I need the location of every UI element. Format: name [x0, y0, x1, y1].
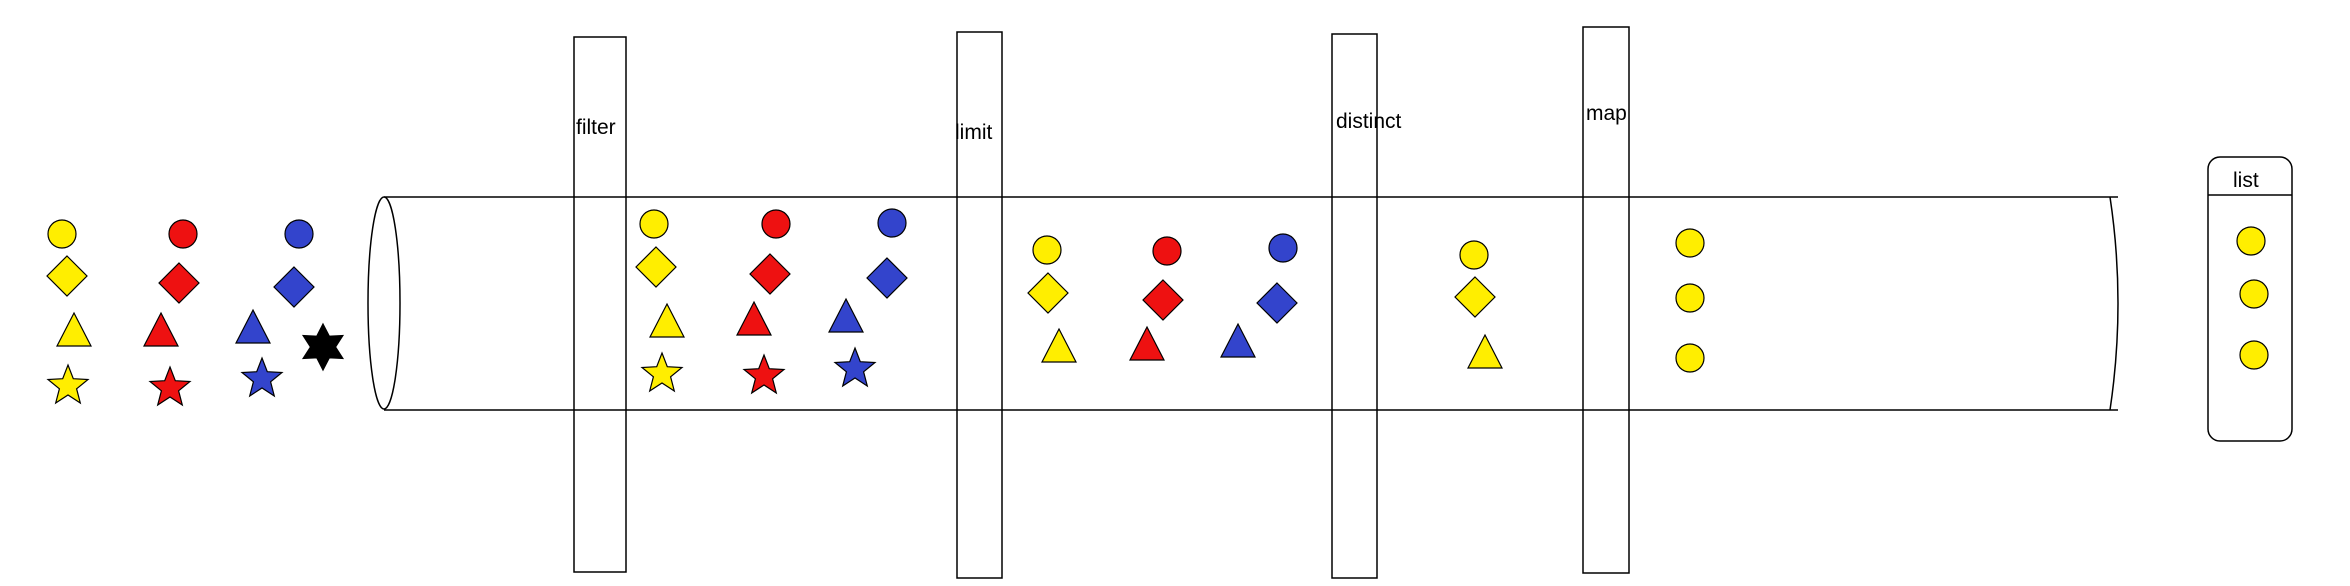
blue-star-icon [240, 356, 284, 398]
blue-star-icon [833, 346, 877, 388]
stage-map: map [1582, 26, 1630, 574]
yellow-circle-icon [1675, 283, 1705, 313]
red-circle-icon [1152, 236, 1182, 266]
red-diamond-icon [1142, 279, 1184, 321]
red-circle-icon [168, 219, 198, 249]
stage-limit: limit [955, 31, 1003, 579]
limit-label: limit [955, 121, 992, 144]
pipe-inlet-opening [367, 196, 401, 410]
red-triangle-icon [736, 300, 772, 336]
yellow-triangle-icon [649, 302, 685, 338]
filter-label: filter [576, 116, 616, 139]
stage-distinct: distinct [1331, 33, 1402, 579]
pipe-outlet-end [2109, 196, 2119, 411]
yellow-diamond-icon [1027, 272, 1069, 314]
stage-filter: filter [573, 36, 627, 573]
yellow-diamond-icon [1454, 276, 1496, 318]
blue-diamond-icon [866, 257, 908, 299]
blue-diamond-icon [1256, 282, 1298, 324]
red-diamond-icon [749, 253, 791, 295]
blue-triangle-icon [828, 297, 864, 333]
yellow-triangle-icon [1467, 333, 1503, 369]
red-triangle-icon [1129, 325, 1165, 361]
blue-diamond-icon [273, 266, 315, 308]
yellow-circle-icon [1675, 228, 1705, 258]
yellow-circle-icon [2239, 279, 2269, 309]
yellow-diamond-icon [46, 255, 88, 297]
map-board [1582, 26, 1630, 574]
red-diamond-icon [158, 262, 200, 304]
red-circle-icon [761, 209, 791, 239]
red-star-icon [148, 365, 192, 407]
red-triangle-icon [143, 311, 179, 347]
yellow-circle-icon [1032, 235, 1062, 265]
filter-board [573, 36, 627, 573]
stream-pipe [367, 196, 2119, 411]
yellow-circle-icon [2239, 340, 2269, 370]
list-label: list [2233, 169, 2259, 192]
red-star-icon [742, 353, 786, 395]
yellow-circle-icon [2236, 226, 2266, 256]
yellow-circle-icon [1459, 240, 1489, 270]
yellow-circle-icon [639, 209, 669, 239]
yellow-diamond-icon [635, 246, 677, 288]
yellow-circle-icon [1675, 343, 1705, 373]
yellow-star-icon [640, 351, 684, 393]
stream-elements [46, 208, 2269, 407]
yellow-star-icon [46, 363, 90, 405]
black-hexagram-icon [301, 322, 345, 372]
yellow-triangle-icon [1041, 327, 1077, 363]
limit-board [956, 31, 1003, 579]
yellow-circle-icon [47, 219, 77, 249]
blue-circle-icon [284, 219, 314, 249]
blue-circle-icon [877, 208, 907, 238]
map-label: map [1586, 102, 1627, 125]
blue-circle-icon [1268, 233, 1298, 263]
yellow-triangle-icon [56, 311, 92, 347]
distinct-label: distinct [1336, 110, 1402, 133]
blue-triangle-icon [1220, 322, 1256, 358]
distinct-board [1331, 33, 1378, 579]
blue-triangle-icon [235, 308, 271, 344]
